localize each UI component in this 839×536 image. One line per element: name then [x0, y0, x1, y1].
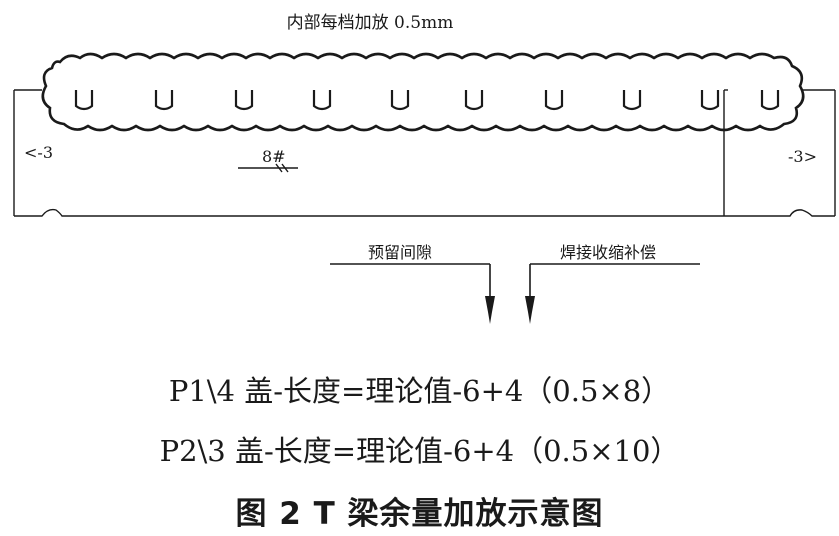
allowance-envelope [41, 52, 805, 132]
formula-p2-p3: P2\3 盖-长度=理论值-6+4（0.5×10） [159, 434, 680, 468]
formula-p1-p4: P1\4 盖-长度=理论值-6+4（0.5×8） [168, 374, 671, 408]
rib-slot [622, 90, 642, 111]
rib-slot [544, 90, 564, 111]
gap-arrow-icon [485, 296, 495, 324]
rib-slot [464, 90, 484, 111]
top-note: 内部每档加放 0.5mm [287, 13, 454, 33]
bar-leader [238, 163, 298, 173]
figure-caption: 图 2 T 梁余量加放示意图 [235, 496, 604, 532]
rib-slot [154, 90, 174, 111]
weld-label: 焊接收缩补偿 [560, 243, 656, 262]
rib-slot [390, 90, 410, 111]
rib-slots [74, 90, 780, 111]
weld-leader [525, 263, 700, 324]
rib-slot [700, 90, 720, 111]
rib-slot [312, 90, 332, 111]
rib-slot [74, 90, 94, 111]
gap-label: 预留间隙 [368, 243, 432, 262]
weld-arrow-icon [525, 296, 535, 324]
left-end-label: <-3 [24, 143, 53, 162]
gap-leader [330, 263, 495, 324]
bar-label: 8# [262, 147, 286, 166]
right-end-label: -3> [788, 147, 817, 166]
beam-body [13, 89, 836, 217]
rib-slot [234, 90, 254, 111]
rib-slot [760, 90, 780, 111]
